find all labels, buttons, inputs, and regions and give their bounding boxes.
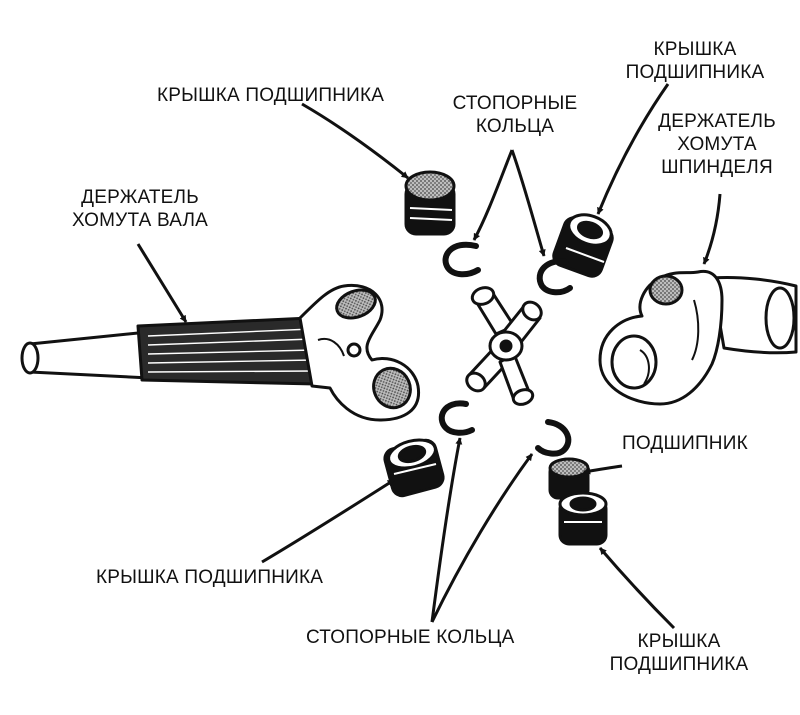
- bearing-cap-bottom-right: [558, 491, 608, 546]
- arrow-bearing-cap-bottom-left: [261, 478, 395, 564]
- label-retaining-rings-top-line2: КОЛЬЦА: [475, 116, 555, 137]
- arrow-bearing-cap-top-right: [596, 83, 670, 215]
- label-spindle-yoke-line1: ДЕРЖАТЕЛЬ: [658, 111, 776, 132]
- retaining-rings: [438, 241, 573, 457]
- label-retaining-rings-bottom: СТОПОРНЫЕ КОЛЬЦА: [306, 627, 515, 648]
- label-bearing: ПОДШИПНИК: [622, 433, 748, 454]
- label-bearing-cap-top-right-line2: ПОДШИПНИКА: [625, 62, 765, 83]
- spider-cross: [465, 286, 543, 406]
- leader-arrows: [136, 83, 722, 630]
- label-bearing-cap-top-left: КРЫШКА ПОДШИПНИКА: [157, 85, 385, 106]
- arrow-bearing-cap-top-left: [301, 102, 409, 180]
- label-spindle-yoke: ДЕРЖАТЕЛЬ ХОМУТА ШПИНДЕЛЯ: [652, 110, 782, 179]
- label-shaft-yoke-line1: ДЕРЖАТЕЛЬ: [81, 187, 199, 208]
- arrow-spindle-yoke: [702, 193, 722, 265]
- label-bearing-cap-bottom-right-line1: КРЫШКА: [637, 631, 721, 652]
- label-spindle-yoke-line3: ШПИНДЕЛЯ: [661, 157, 773, 178]
- label-bearing-cap-bottom-right-line2: ПОДШИПНИКА: [609, 654, 749, 675]
- label-bearing-cap-top-right: КРЫШКА ПОДШИПНИКА: [620, 38, 770, 84]
- bearing-cap-bottom-left: [383, 438, 445, 498]
- arrow-bearing: [583, 464, 623, 475]
- label-spindle-yoke-line2: ХОМУТА: [677, 134, 757, 155]
- shaft-yoke: [20, 283, 421, 422]
- label-shaft-yoke: ДЕРЖАТЕЛЬ ХОМУТА ВАЛА: [50, 186, 230, 232]
- label-shaft-yoke-line2: ХОМУТА ВАЛА: [71, 210, 209, 231]
- arrow-bearing-cap-bottom-right: [598, 547, 676, 630]
- label-bearing-cap-bottom-right: КРЫШКА ПОДШИПНИКА: [604, 630, 754, 676]
- arrow-shaft-yoke: [136, 243, 188, 323]
- label-retaining-rings-top-line1: СТОПОРНЫЕ: [452, 93, 578, 114]
- spindle-yoke: [598, 269, 798, 406]
- label-bearing-cap-top-right-line1: КРЫШКА: [653, 39, 737, 60]
- arrow-retaining-ring-bottom-right: [430, 453, 534, 623]
- arrow-retaining-ring-top-left: [472, 149, 514, 241]
- bearing-cap-top-right: [552, 213, 614, 278]
- arrow-retaining-ring-top-right: [510, 149, 546, 257]
- bearing-cap-top-left: [404, 170, 456, 236]
- bearing: [548, 457, 590, 500]
- arrow-retaining-ring-bottom-left: [430, 437, 463, 623]
- label-bearing-cap-bottom-left: КРЫШКА ПОДШИПНИКА: [96, 567, 324, 588]
- label-retaining-rings-top: СТОПОРНЫЕ КОЛЬЦА: [440, 92, 590, 138]
